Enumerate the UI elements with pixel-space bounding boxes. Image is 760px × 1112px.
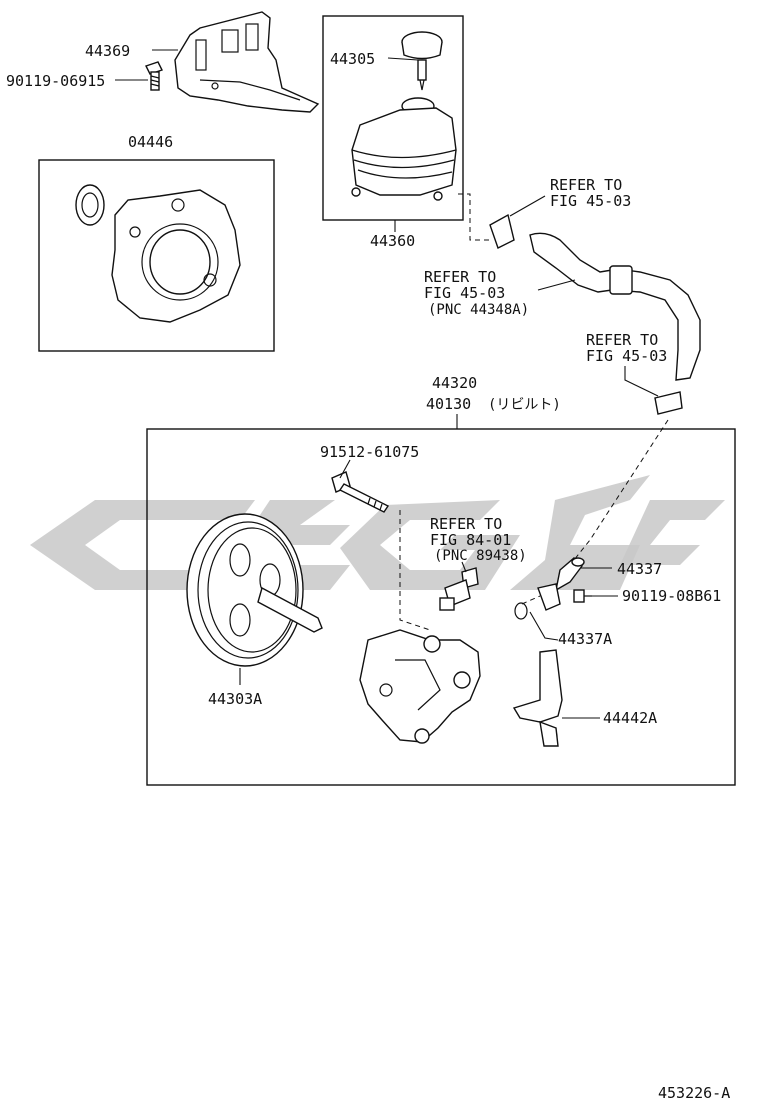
cap-44305-part bbox=[401, 31, 443, 91]
label-40130-note: (リビルト) bbox=[488, 397, 561, 413]
o-ring-44337A-part bbox=[514, 602, 528, 620]
bolt-90119-06915-part bbox=[145, 61, 163, 91]
hose-clamp-part bbox=[489, 213, 701, 415]
label-04446: 04446 bbox=[128, 133, 173, 151]
refer-45-03-c-line2: FIG 45-03 bbox=[586, 347, 667, 365]
refer-84-01-line1: REFER TO bbox=[430, 515, 502, 533]
label-44303A: 44303A bbox=[208, 690, 262, 708]
union-44337-part bbox=[555, 557, 585, 592]
pulley-44303A-part bbox=[186, 513, 323, 667]
pressure-sensor-part bbox=[439, 567, 479, 611]
refer-84-01-line2: FIG 84-01 bbox=[430, 531, 511, 549]
label-44360: 44360 bbox=[370, 232, 415, 250]
figure-id: 453226-A bbox=[658, 1084, 730, 1102]
bolt-91512-61075-part bbox=[331, 471, 390, 513]
label-44337: 44337 bbox=[617, 560, 662, 578]
label-44320: 44320 bbox=[432, 374, 477, 392]
refer-45-03-b-line3: (PNC 44348A) bbox=[428, 302, 529, 318]
leader-lines bbox=[115, 49, 659, 719]
dashed-connectors bbox=[399, 193, 669, 631]
reservoir-44360-part bbox=[351, 97, 457, 201]
reservoir-44360-frame bbox=[322, 15, 464, 221]
bracket-44442A-part bbox=[512, 649, 563, 747]
gasket-kit-04446-part bbox=[75, 184, 241, 323]
label-90119-06915: 90119-06915 bbox=[6, 72, 105, 90]
kit-04446-frame bbox=[38, 159, 275, 352]
pump-assembly-frame bbox=[146, 428, 736, 786]
label-44305: 44305 bbox=[330, 50, 375, 68]
label-91512-61075: 91512-61075 bbox=[320, 443, 419, 461]
refer-45-03-a-line2: FIG 45-03 bbox=[550, 192, 631, 210]
label-44337A: 44337A bbox=[558, 630, 612, 648]
refer-45-03-a-line1: REFER TO bbox=[550, 176, 622, 194]
pump-body-part bbox=[359, 629, 481, 744]
bracket-44369-part bbox=[174, 11, 320, 113]
refer-84-01-line3: (PNC 89438) bbox=[434, 548, 527, 564]
refer-45-03-c-line1: REFER TO bbox=[586, 331, 658, 349]
label-40130: 40130 bbox=[426, 395, 471, 413]
label-90119-08B61: 90119-08B61 bbox=[622, 587, 721, 605]
label-44442A: 44442A bbox=[603, 709, 657, 727]
refer-45-03-b-line2: FIG 45-03 bbox=[424, 284, 505, 302]
refer-45-03-b-line1: REFER TO bbox=[424, 268, 496, 286]
label-44369: 44369 bbox=[85, 42, 130, 60]
